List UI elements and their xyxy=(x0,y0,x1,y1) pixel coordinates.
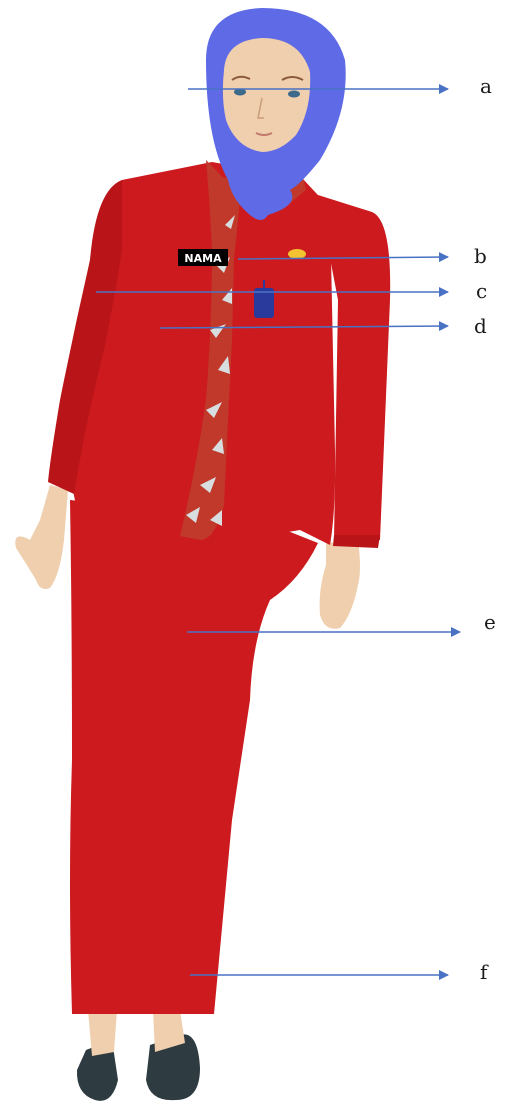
label-a: a xyxy=(480,74,492,98)
label-d: d xyxy=(474,314,487,338)
right-eye xyxy=(288,91,300,98)
label-c: c xyxy=(476,279,487,303)
label-b: b xyxy=(474,244,487,268)
name-tag-text: NAMA xyxy=(184,252,222,265)
skirt xyxy=(70,500,318,1014)
right-hand xyxy=(320,540,360,629)
name-tag-group: NAMA xyxy=(178,249,228,266)
label-e: e xyxy=(484,610,496,634)
right-cuff xyxy=(333,535,380,548)
left-leg xyxy=(88,1010,117,1056)
korpri-pin xyxy=(288,249,306,259)
left-hand xyxy=(15,485,68,589)
label-f: f xyxy=(480,960,487,984)
